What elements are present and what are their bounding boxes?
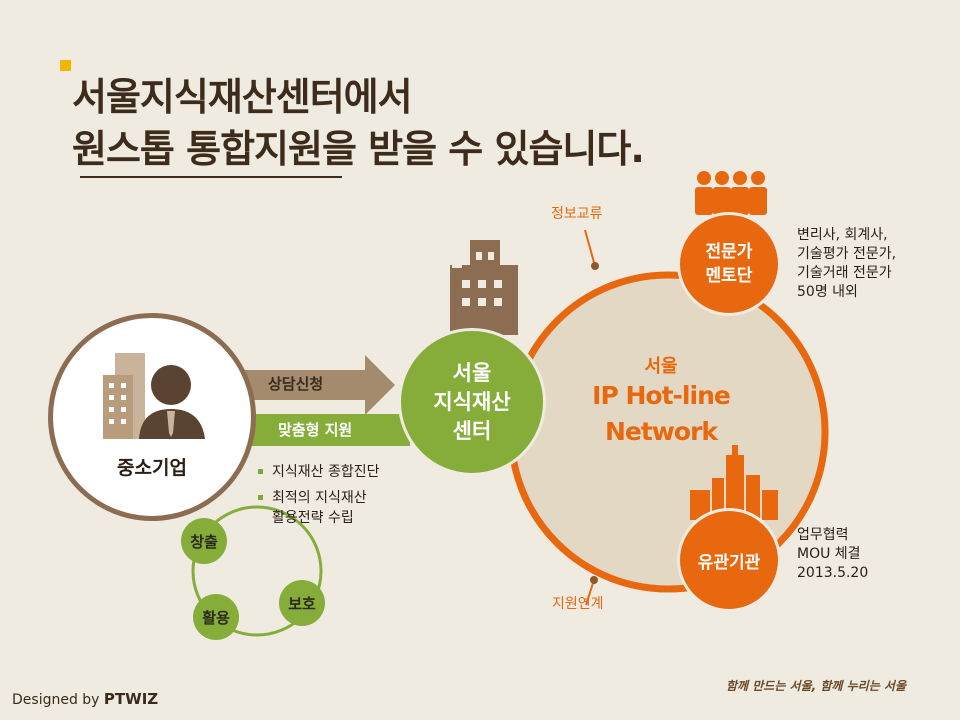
- support-list: 지식재산 종합진단 최적의 지식재산 활용전략 수립: [258, 462, 380, 528]
- cycle-ring: [191, 505, 323, 637]
- company-icon: [103, 353, 205, 439]
- building-icon: [450, 240, 518, 335]
- cycle-create: 창출: [181, 518, 227, 564]
- bullet-dot: [258, 495, 263, 500]
- arrow-consult: [240, 355, 395, 415]
- connector-top: [584, 229, 596, 267]
- agency-circle: 유관기관: [677, 508, 781, 612]
- connector-bottom: [585, 579, 595, 606]
- consult-label: 상담신청: [268, 375, 324, 393]
- bullet-dot: [258, 469, 263, 474]
- company-circle: 중소기업: [48, 313, 256, 521]
- title-bullet: [60, 60, 71, 71]
- connector-top-dot: [591, 262, 599, 270]
- page-title-line2: 원스톱 통합지원을 받을 수 있습니다.: [72, 127, 645, 171]
- agency-note: 업무협력 MOU 체결 2013.5.20: [797, 527, 869, 581]
- designed-by-prefix: Designed by: [12, 692, 104, 708]
- support-item-text: 지식재산 종합진단: [272, 464, 380, 480]
- slogan-logo: 함께 만드는 서울, 함께 누리는 서울: [726, 679, 907, 693]
- designed-by-brand: PTWIZ: [103, 690, 159, 708]
- network-title: 서울: [644, 356, 678, 377]
- network-name: IP Hot-line Network: [592, 381, 731, 446]
- page-title-line1: 서울지식재산센터에서: [72, 75, 413, 119]
- connector-bottom-dot: [590, 576, 598, 584]
- designed-by: Designed by PTWIZ: [12, 690, 158, 708]
- cycle-protect: 보호: [279, 580, 325, 626]
- mentor-circle: 전문가 멘토단: [677, 212, 781, 316]
- link-bottom-label: 지원연계: [552, 596, 604, 612]
- support-item: 지식재산 종합진단: [258, 462, 380, 482]
- support-item: 최적의 지식재산 활용전략 수립: [258, 488, 380, 528]
- support-item-text: 최적의 지식재산 활용전략 수립: [272, 490, 367, 526]
- company-label: 중소기업: [117, 457, 187, 479]
- agency-label: 유관기관: [697, 552, 761, 573]
- support-label: 맞춤형 지원: [278, 421, 353, 439]
- title-underline: [80, 176, 342, 178]
- link-top-label: 정보교류: [551, 206, 603, 222]
- mentor-label: 전문가 멘토단: [705, 242, 753, 286]
- arrow-support: [205, 398, 410, 462]
- cycle-use: 활용: [193, 594, 239, 640]
- mentor-note: 변리사, 회계사, 기술평가 전문가, 기술거래 전문가 50명 내외: [797, 227, 897, 300]
- people-icon: [695, 171, 767, 215]
- center-label: 서울 지식재산 센터: [433, 360, 511, 443]
- center-circle: 서울 지식재산 센터: [398, 328, 546, 476]
